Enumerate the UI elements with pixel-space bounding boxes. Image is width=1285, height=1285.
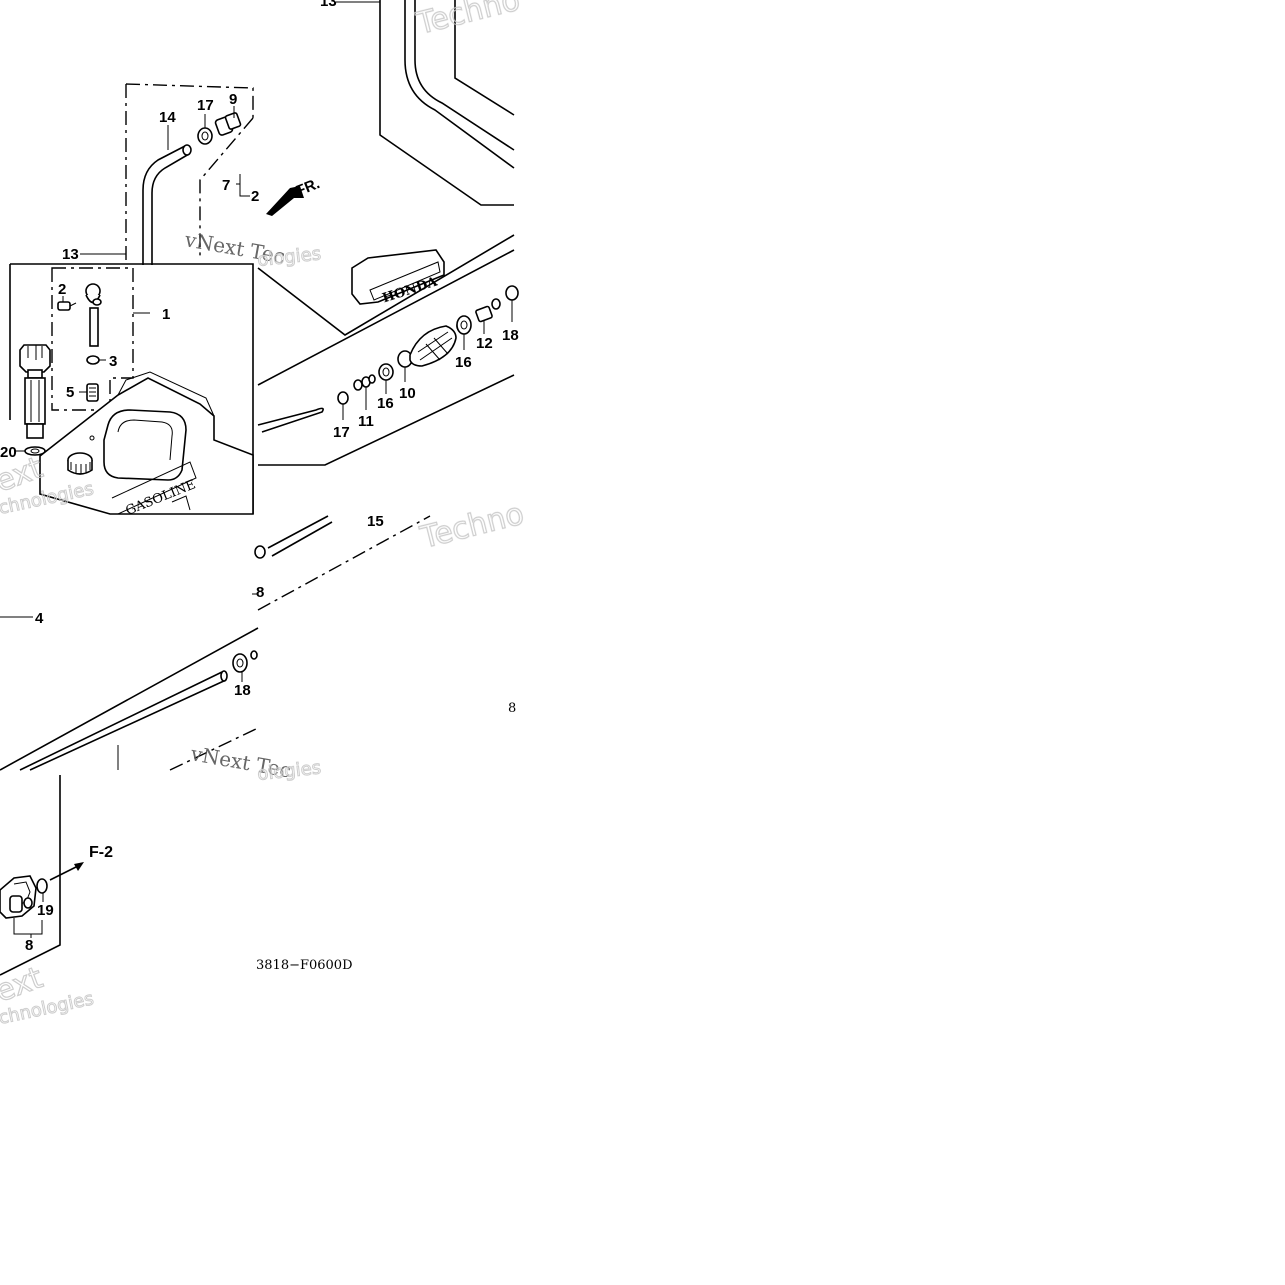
washer-17-top [197,127,213,145]
callout-20: 20 [0,444,17,461]
fitting-12 [475,305,493,323]
callout-14: 14 [159,109,176,126]
callout-4: 4 [35,610,44,627]
callout-9: 9 [229,91,237,108]
hose-14 [142,145,186,265]
hose-panel [0,515,431,771]
upper-left-panel [80,1,380,265]
gauge-cap [19,344,51,373]
fitting-2 [57,301,71,311]
callout-19: 19 [37,902,54,919]
direction-label: FR. [294,175,323,200]
callout-1: 1 [162,306,170,323]
joint-16 [378,363,394,381]
callout-8-right: 8 [508,701,516,716]
oring-3 [86,355,100,365]
brand-plate [351,249,445,305]
long-hose-15 [220,670,228,682]
watermarks: Techno vNext Tec ologies ext chnologies … [0,0,528,1029]
washer-18 [232,653,248,673]
callout-13: 13 [62,246,79,263]
callout-17-b: 17 [333,424,350,441]
callout-10: 10 [399,385,416,402]
primer-bulb-10 [409,325,457,367]
callout-16-b: 16 [377,395,394,412]
callout-8-mid: 8 [256,584,264,601]
connector-panel [0,775,84,976]
oring-19 [36,878,48,894]
callout-3: 3 [109,353,117,370]
washer-18-top [505,285,519,301]
joint-16-b [456,315,472,335]
tank-panel: GASOLINE [0,263,254,618]
drawing-code: 3818−F0600D [256,958,353,973]
callout-13-top: 13 [320,0,337,10]
callout-17-a: 17 [197,97,214,114]
callout-2-top: 2 [251,188,259,205]
callout-18-a: 18 [502,327,519,344]
watermark-6: Techno [416,497,527,556]
callout-18-b: 18 [234,682,251,699]
pickup-tube-1 [89,307,99,347]
callout-2: 2 [58,281,66,298]
outboard-panel: HONDA FR. [257,0,519,466]
callout-8: 8 [25,937,33,954]
callout-16-a: 16 [455,354,472,371]
callout-12: 12 [476,335,493,352]
hose-segment [257,407,324,433]
callout-5: 5 [66,384,74,401]
watermark-1: Techno [412,0,523,42]
reference-label: F-2 [89,844,113,861]
callout-15: 15 [367,513,384,530]
callouts: 13 14 17 9 7 2 13 2 1 3 5 20 18 12 16 10… [0,0,519,973]
callout-11: 11 [358,413,374,430]
washer-17 [337,391,349,405]
callout-7: 7 [222,177,230,194]
gauge-tube-4 [24,377,46,425]
